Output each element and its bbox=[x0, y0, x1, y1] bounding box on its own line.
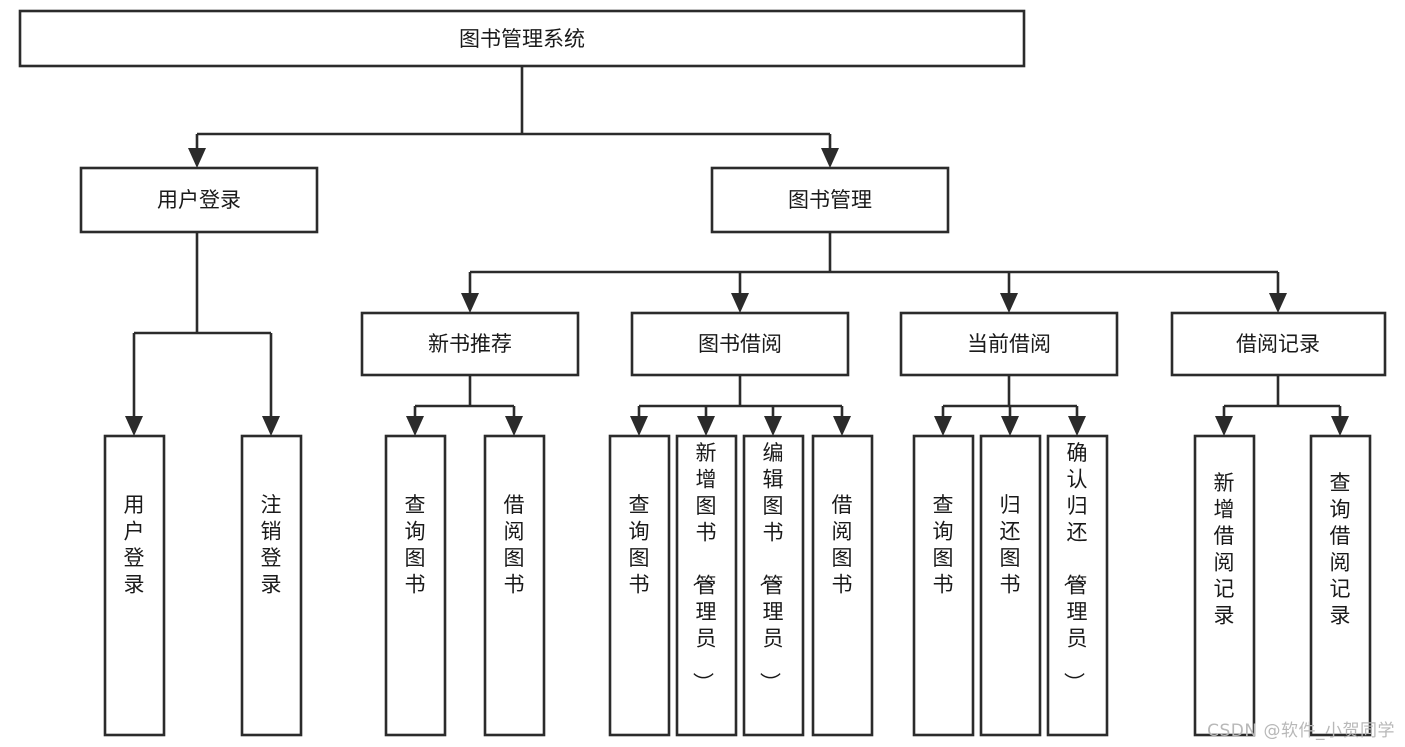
leaf-newbook-borrow-box[interactable] bbox=[483, 434, 546, 737]
leaf-node[interactable]: 用户登录 bbox=[103, 434, 166, 737]
node-user-login-label: 用户登录 bbox=[157, 188, 241, 212]
leaf-currentborrow-return-label: 归还图书 bbox=[1000, 493, 1021, 597]
node-current-borrow-label: 当前借阅 bbox=[967, 332, 1051, 356]
leaf-node[interactable]: 编辑图书（管理员） bbox=[742, 434, 805, 737]
arrow-head-user-login-child-2 bbox=[262, 416, 280, 436]
leaf-node[interactable]: 借阅图书 bbox=[811, 434, 874, 737]
arrow-head-book-manage bbox=[821, 148, 839, 168]
leaf-node[interactable]: 借阅图书 bbox=[483, 434, 546, 737]
arrow-head-user-login bbox=[188, 148, 206, 168]
leaf-bookborrow-query-label: 查询图书 bbox=[629, 493, 650, 597]
leaf-currentborrow-confirm-label: 确认归还（管理员） bbox=[1062, 441, 1088, 693]
arrow-head-new-book-child-1 bbox=[406, 416, 424, 436]
connectors-layer bbox=[125, 66, 1349, 436]
node-current-borrow-box[interactable] bbox=[899, 311, 1119, 377]
leaf-newbook-query-label: 查询图书 bbox=[405, 493, 426, 597]
leaf-node[interactable]: 查询借阅记录 bbox=[1309, 434, 1372, 737]
arrow-head-current-borrow-child-2 bbox=[1001, 416, 1019, 436]
arrow-head-borrow-record-child-1 bbox=[1215, 416, 1233, 436]
node-borrow-record-label: 借阅记录 bbox=[1236, 332, 1320, 356]
leaf-bookborrow-edit-box[interactable] bbox=[742, 434, 805, 737]
arrow-head-current-borrow bbox=[1000, 293, 1018, 313]
node-book-manage-box[interactable] bbox=[710, 166, 950, 234]
leaf-currentborrow-query-label: 查询图书 bbox=[933, 493, 954, 597]
leaf-node[interactable]: 查询图书 bbox=[608, 434, 671, 737]
node-user-login-box[interactable] bbox=[79, 166, 319, 234]
leaf-bookborrow-add-label: 新增图书（管理员） bbox=[691, 441, 717, 693]
leaf-currentborrow-confirm-box[interactable] bbox=[1046, 434, 1109, 737]
leaf-currentborrow-query-box[interactable] bbox=[912, 434, 975, 737]
leaf-node[interactable]: 新增借阅记录 bbox=[1193, 434, 1256, 737]
arrow-head-book-borrow bbox=[731, 293, 749, 313]
leaf-bookborrow-add-box[interactable] bbox=[675, 434, 738, 737]
arrow-head-book-borrow-child-4 bbox=[833, 416, 851, 436]
leaf-newbook-borrow-label: 借阅图书 bbox=[504, 493, 525, 597]
leaf-node[interactable]: 注销登录 bbox=[240, 434, 303, 737]
node-book-manage[interactable]: 图书管理 bbox=[710, 166, 950, 234]
leaf-currentborrow-return-box[interactable] bbox=[979, 434, 1042, 737]
node-root[interactable]: 图书管理系统 bbox=[18, 9, 1026, 68]
arrow-head-new-book bbox=[461, 293, 479, 313]
leaf-newbook-query-box[interactable] bbox=[384, 434, 447, 737]
node-book-borrow-box[interactable] bbox=[630, 311, 850, 377]
leaf-logout-label: 注销登录 bbox=[261, 493, 282, 597]
leaf-logout-box[interactable] bbox=[240, 434, 303, 737]
arrow-head-current-borrow-child-1 bbox=[934, 416, 952, 436]
arrow-head-book-borrow-child-3 bbox=[764, 416, 782, 436]
node-new-book-recommend-box[interactable] bbox=[360, 311, 580, 377]
leaf-node[interactable]: 查询图书 bbox=[384, 434, 447, 737]
node-new-book-recommend-label: 新书推荐 bbox=[428, 332, 512, 356]
node-borrow-record[interactable]: 借阅记录 bbox=[1170, 311, 1387, 377]
node-current-borrow[interactable]: 当前借阅 bbox=[899, 311, 1119, 377]
leaf-bookborrow-borrow-box[interactable] bbox=[811, 434, 874, 737]
leaf-node[interactable]: 新增图书（管理员） bbox=[675, 434, 738, 737]
node-user-login[interactable]: 用户登录 bbox=[79, 166, 319, 234]
arrow-head-current-borrow-child-3 bbox=[1068, 416, 1086, 436]
node-root-box[interactable] bbox=[18, 9, 1026, 68]
arrow-head-borrow-record-child-2 bbox=[1331, 416, 1349, 436]
node-book-borrow[interactable]: 图书借阅 bbox=[630, 311, 850, 377]
leaf-record-add-label: 新增借阅记录 bbox=[1214, 471, 1235, 628]
leaf-user-login-box[interactable] bbox=[103, 434, 166, 737]
leaf-record-query-box[interactable] bbox=[1309, 434, 1372, 737]
leaf-bookborrow-query-box[interactable] bbox=[608, 434, 671, 737]
arrow-head-book-borrow-child-1 bbox=[630, 416, 648, 436]
node-borrow-record-box[interactable] bbox=[1170, 311, 1387, 377]
leaf-node[interactable]: 查询图书 bbox=[912, 434, 975, 737]
watermark-text: CSDN @软件_小贺同学 bbox=[1207, 721, 1395, 741]
leaf-bookborrow-borrow-label: 借阅图书 bbox=[832, 493, 853, 597]
arrow-head-borrow-record bbox=[1269, 293, 1287, 313]
node-book-manage-label: 图书管理 bbox=[788, 188, 872, 212]
node-new-book-recommend[interactable]: 新书推荐 bbox=[360, 311, 580, 377]
leaf-user-login-label: 用户登录 bbox=[124, 493, 145, 597]
leaf-node[interactable]: 确认归还（管理员） bbox=[1046, 434, 1109, 737]
leaf-record-add-box[interactable] bbox=[1193, 434, 1256, 737]
node-root-label: 图书管理系统 bbox=[459, 27, 585, 51]
leaf-record-query-label: 查询借阅记录 bbox=[1330, 471, 1351, 628]
node-book-borrow-label: 图书借阅 bbox=[698, 332, 782, 356]
arrow-head-user-login-child-1 bbox=[125, 416, 143, 436]
leaf-bookborrow-edit-label: 编辑图书（管理员） bbox=[758, 441, 784, 693]
arrow-head-book-borrow-child-2 bbox=[697, 416, 715, 436]
arrow-head-new-book-child-2 bbox=[505, 416, 523, 436]
leaf-node[interactable]: 归还图书 bbox=[979, 434, 1042, 737]
